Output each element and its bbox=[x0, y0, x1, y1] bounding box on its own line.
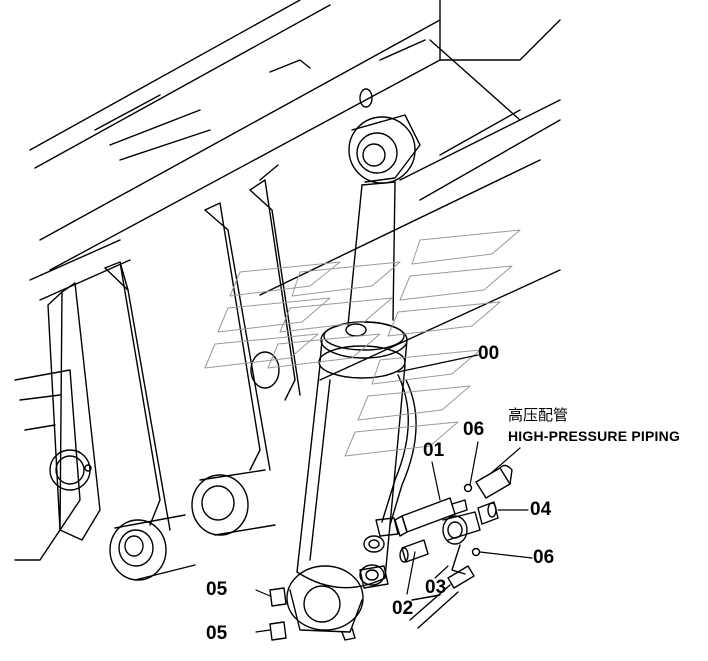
cylinder bbox=[286, 114, 421, 641]
callout-02: 02 bbox=[392, 598, 414, 619]
piping-label-english: HIGH-PRESSURE PIPING bbox=[508, 428, 681, 444]
callout-06-upper: 06 bbox=[463, 419, 485, 440]
callout-01: 01 bbox=[423, 440, 445, 461]
piping bbox=[269, 374, 513, 641]
callout-04: 04 bbox=[530, 499, 552, 520]
leader-lines bbox=[255, 354, 533, 633]
callout-00: 00 bbox=[478, 343, 500, 364]
callout-06-lower: 06 bbox=[533, 547, 555, 568]
pin-bosses bbox=[109, 351, 280, 581]
callout-05-lower: 05 bbox=[206, 623, 228, 644]
callout-05-upper: 05 bbox=[206, 579, 228, 600]
bracket-plates bbox=[47, 164, 301, 541]
piping-label-chinese: 高压配管 bbox=[508, 406, 569, 424]
callout-03: 03 bbox=[425, 577, 447, 598]
watermark bbox=[204, 229, 521, 457]
